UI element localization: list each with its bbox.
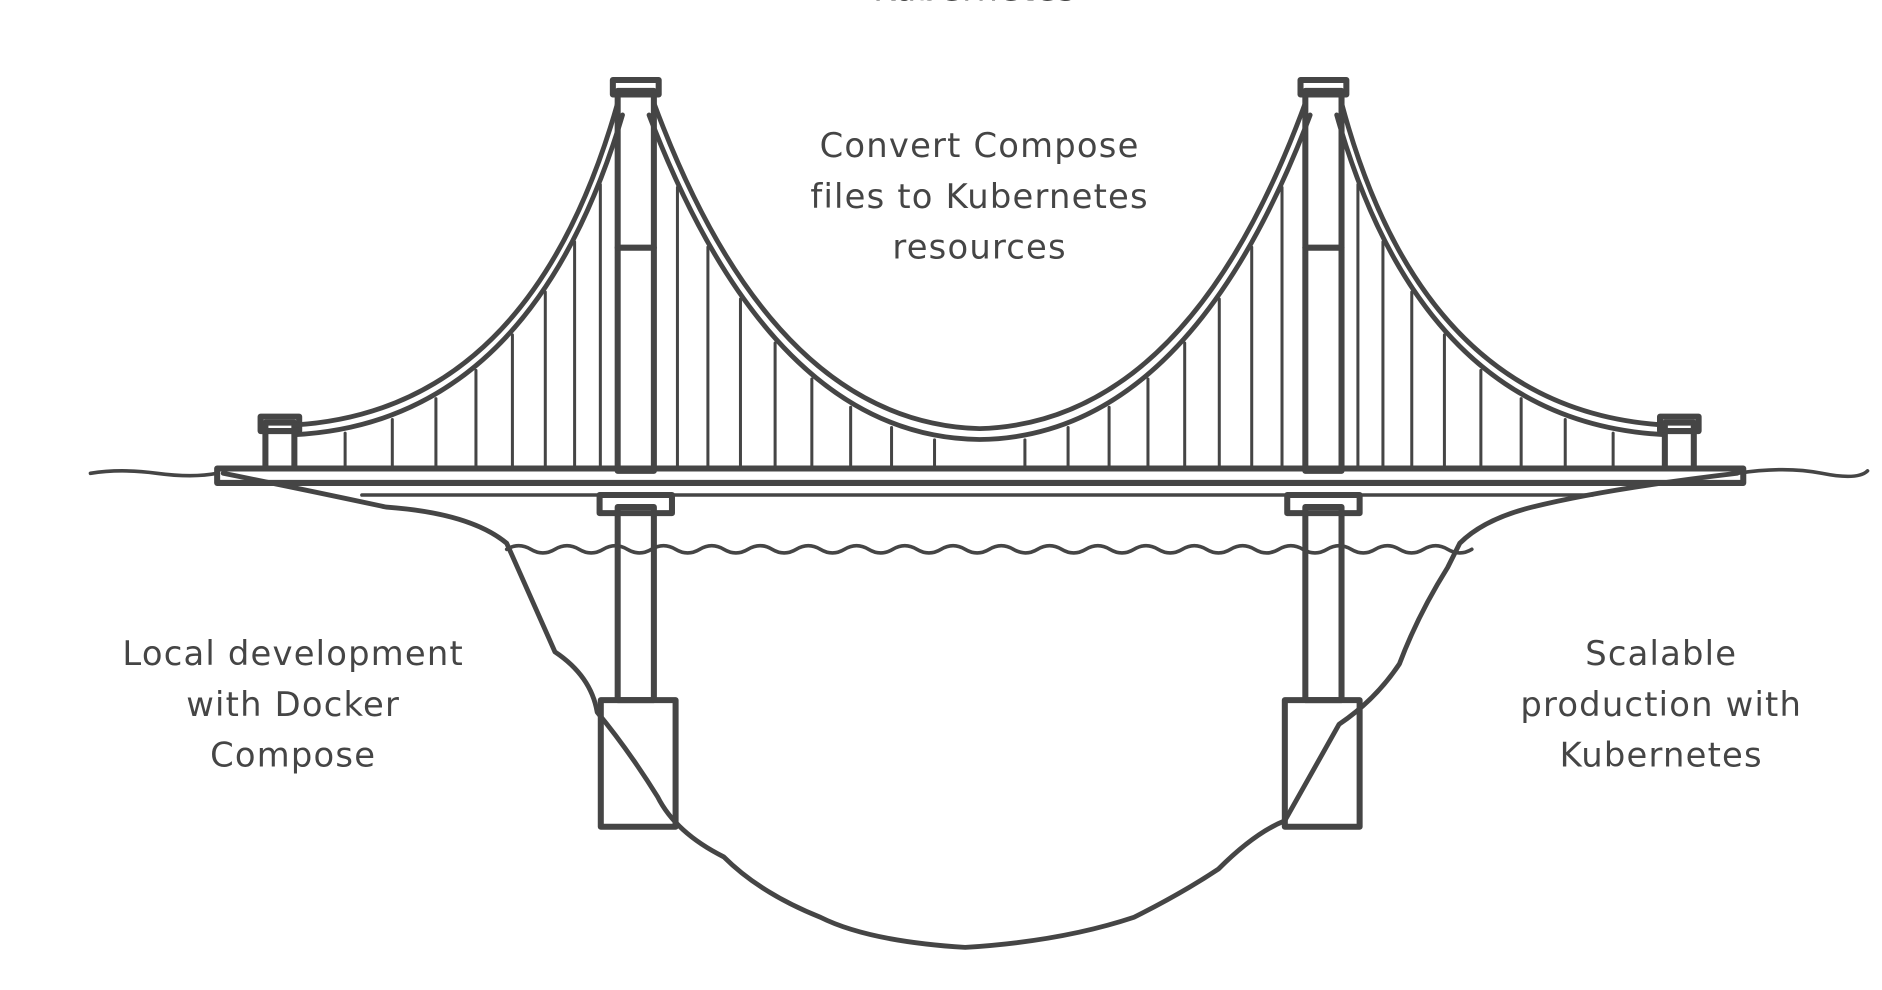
left-label-line: Compose: [210, 735, 376, 774]
center-label-line: Convert Compose: [820, 126, 1140, 165]
right-label-line: Scalable: [1585, 634, 1737, 673]
left-label-line: Local development: [122, 634, 464, 673]
right-label-line: Kubernetes: [1560, 735, 1763, 774]
right-label-line: production with: [1520, 685, 1802, 724]
center-label-line: resources: [892, 228, 1067, 267]
bridge-illustration: [88, 76, 1870, 950]
label-left: Local development with Docker Compose: [122, 634, 464, 774]
diagram-title: Kubernetes: [873, 0, 1076, 8]
left-label-line: with Docker: [186, 685, 400, 724]
label-right: Scalable production with Kubernetes: [1520, 634, 1802, 774]
label-center: Convert Compose files to Kubernetes reso…: [810, 126, 1148, 267]
center-label-line: files to Kubernetes: [810, 177, 1148, 216]
